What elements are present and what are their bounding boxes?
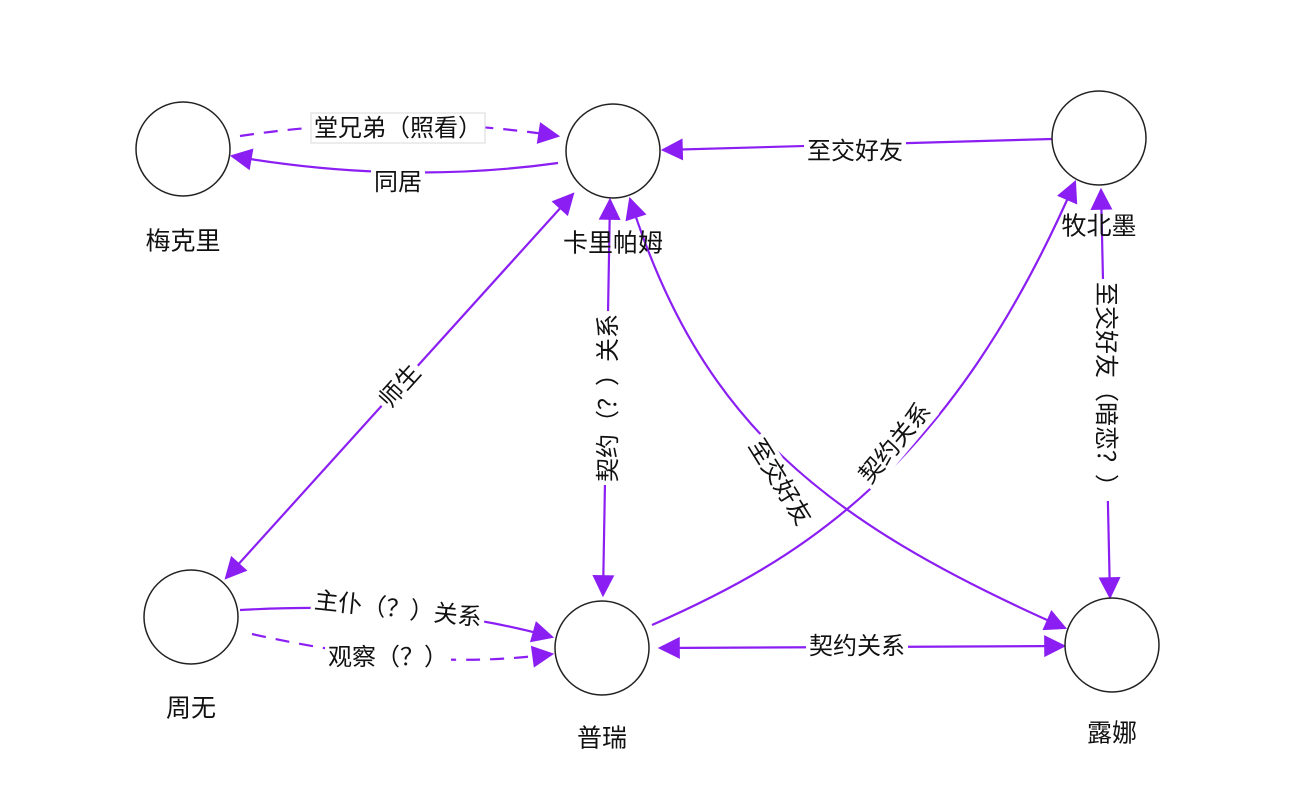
avatar-ring	[143, 569, 239, 665]
node-label-kalipamu: 卡里帕姆	[563, 229, 663, 258]
edge-label-e2: 同居	[374, 168, 422, 196]
edge-label-group-e9: 主仆（？）关系	[309, 584, 487, 634]
edge-label-group-e6: 至交好友	[740, 430, 820, 534]
edge-e1	[239, 122, 561, 144]
edge-label-e8: 至交好友（暗恋？）	[1092, 282, 1120, 498]
avatar-ring	[1051, 90, 1147, 186]
edge-label-group-e11: 契约关系	[806, 631, 908, 661]
edge-labels-layer: 堂兄弟（照看）同居至交好友师生契约（？）关系至交好友契约关系至交好友（暗恋？）主…	[309, 112, 1121, 672]
avatar-ring	[554, 600, 650, 696]
avatar-ring	[135, 101, 231, 197]
edge-e7	[651, 179, 1078, 627]
edge-label-e9: 主仆（？）关系	[313, 586, 483, 631]
avatar-ring	[1064, 597, 1160, 693]
edge-label-group-e2: 同居	[371, 167, 425, 197]
edge-label-e1: 堂兄弟（照看）	[314, 114, 482, 142]
edge-label-e7: 契约关系	[853, 397, 936, 489]
node-kalipamu[interactable]	[565, 103, 661, 199]
node-label-meikeli: 梅克里	[145, 227, 220, 256]
edge-label-group-e3: 至交好友	[804, 136, 906, 166]
node-label-mubeimo: 牧北墨	[1061, 212, 1136, 241]
edge-label-group-e10: 观察（？）	[325, 642, 451, 672]
edge-e6	[625, 196, 1068, 631]
edge-label-group-e8: 至交好友（暗恋？）	[1091, 279, 1121, 501]
edge-label-e3: 至交好友	[807, 137, 903, 165]
edge-label-e10: 观察（？）	[328, 643, 448, 671]
node-purui[interactable]	[554, 600, 650, 696]
edge-label-e6: 至交好友	[743, 434, 818, 530]
edge-label-group-e7: 契约关系	[850, 394, 940, 492]
node-luna[interactable]	[1064, 597, 1160, 693]
edge-label-group-e1: 堂兄弟（照看）	[310, 112, 486, 144]
edge-label-e5: 契约（？）关系	[594, 314, 622, 482]
node-label-luna: 露娜	[1087, 719, 1137, 748]
edge-e10	[251, 632, 555, 668]
node-mubeimo[interactable]	[1051, 90, 1147, 186]
avatar-ring	[565, 103, 661, 199]
node-zhouwu[interactable]	[143, 569, 239, 665]
node-label-zhouwu: 周无	[166, 694, 216, 723]
node-label-purui: 普瑞	[577, 724, 627, 753]
edge-label-e11: 契约关系	[809, 632, 905, 660]
edges-layer	[224, 122, 1121, 668]
node-meikeli[interactable]	[135, 101, 231, 197]
edge-label-group-e5: 契约（？）关系	[593, 311, 623, 485]
